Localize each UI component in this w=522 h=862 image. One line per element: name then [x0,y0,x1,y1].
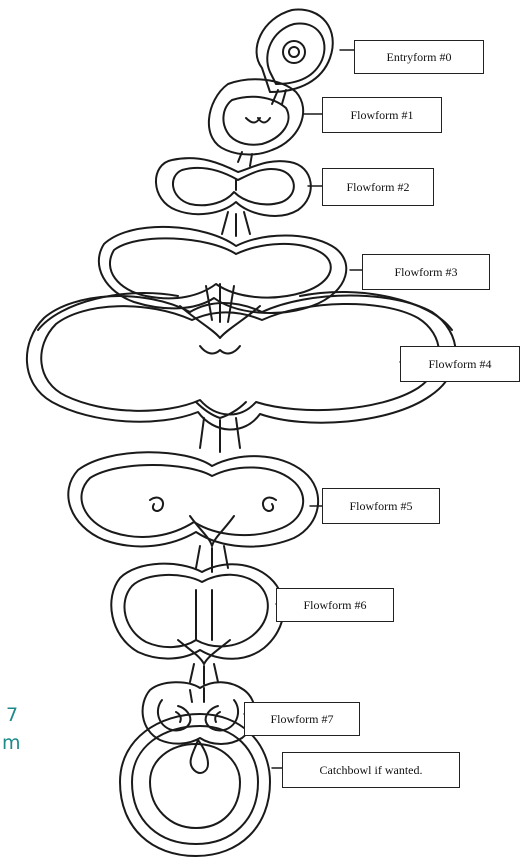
flowform-5 [68,452,318,572]
flowform-2 [156,158,311,236]
label-flowform-1: Flowform #1 [322,97,442,133]
label-entryform-0: Entryform #0 [354,40,484,74]
flowform-3 [99,227,346,338]
side-text-line-2: m [2,730,21,756]
label-flowform-3: Flowform #3 [362,254,490,290]
label-flowform-4: Flowform #4 [400,346,520,382]
label-flowform-6: Flowform #6 [276,588,394,622]
label-flowform-2: Flowform #2 [322,168,434,206]
flowform-1 [209,79,303,166]
label-flowform-7: Flowform #7 [244,702,360,736]
label-flowform-5: Flowform #5 [322,488,440,524]
side-text-line-1: 7 [6,702,18,728]
label-catchbowl: Catchbowl if wanted. [282,752,460,788]
flowform-6 [111,564,283,684]
flowform-4 [27,292,456,452]
